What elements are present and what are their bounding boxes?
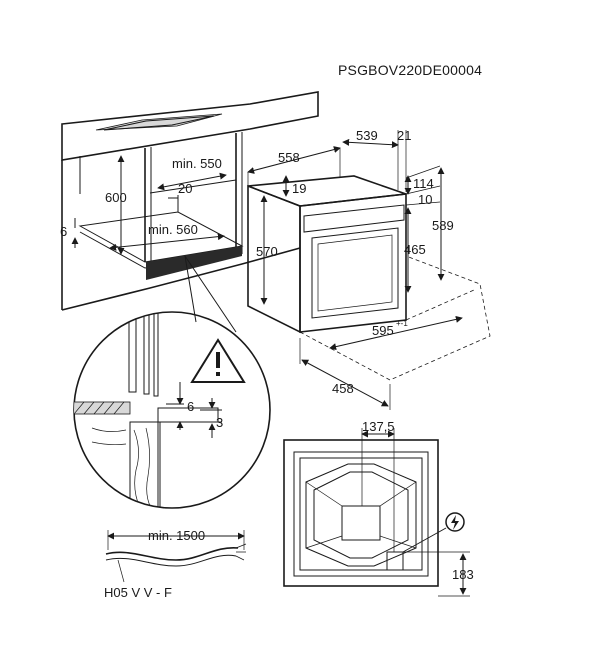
zoom-line-b (184, 255, 237, 333)
cable-type-label: H05 V V - F (104, 585, 172, 600)
connection-box (386, 551, 404, 571)
oven-width-tolerance: +-1 (396, 319, 408, 328)
cabinet-gap-label: 20 (178, 181, 192, 196)
oven-back-view (283, 439, 447, 587)
extension-2-label: 10 (418, 192, 432, 207)
cabinet-height-label: 600 (105, 190, 127, 205)
oven-side (247, 184, 301, 334)
niche-outline (299, 255, 491, 381)
cabinet-dimensions: 600 min. 550 20 min. 560 6 (60, 155, 227, 255)
oven-top (247, 175, 407, 207)
gap-b-label: 3 (216, 415, 223, 430)
oven-front-label: 21 (397, 128, 411, 143)
detail-circle: 6 3 (73, 311, 271, 509)
top-extension-label: 114 (413, 176, 434, 191)
oven-dimensions: 558 539 21 19 570 114 10 465 589 595 +-1… (247, 128, 463, 410)
oven-door (311, 227, 399, 319)
zoom-line-a (184, 255, 197, 323)
electric-connection-icon (445, 512, 465, 532)
back-view-dimensions: 137,5 183 (361, 419, 474, 597)
document-code: PSGBOV220DE00004 (338, 62, 482, 78)
oven-drawing (247, 175, 491, 381)
warning-icon (190, 338, 246, 383)
cabinet-depth-label: min. 550 (172, 156, 222, 171)
cabinet-offset-label: 6 (60, 224, 67, 239)
oven-depth-label: 558 (278, 150, 300, 165)
oven-depth-2-label: 458 (332, 381, 354, 396)
oven-width-label: 595 (372, 323, 394, 338)
cable-length-label: min. 1500 (148, 528, 205, 543)
plinth-vent (146, 246, 242, 280)
cable-drawing: min. 1500 H05 V V - F (104, 528, 247, 600)
back-offset-bottom-label: 183 (452, 567, 474, 582)
inner-height-label: 465 (404, 242, 426, 257)
back-offset-top-label: 137,5 (362, 419, 395, 434)
cabinet-width-label: min. 560 (148, 222, 198, 237)
control-panel (303, 204, 405, 233)
total-height-label: 589 (432, 218, 454, 233)
panel-top-label: 19 (292, 181, 306, 196)
cabinet-drawing (61, 91, 319, 311)
oven-height-label: 570 (256, 244, 278, 259)
oven-body-depth-label: 539 (356, 128, 378, 143)
gap-a-label: 6 (187, 399, 194, 414)
cable (105, 547, 239, 561)
